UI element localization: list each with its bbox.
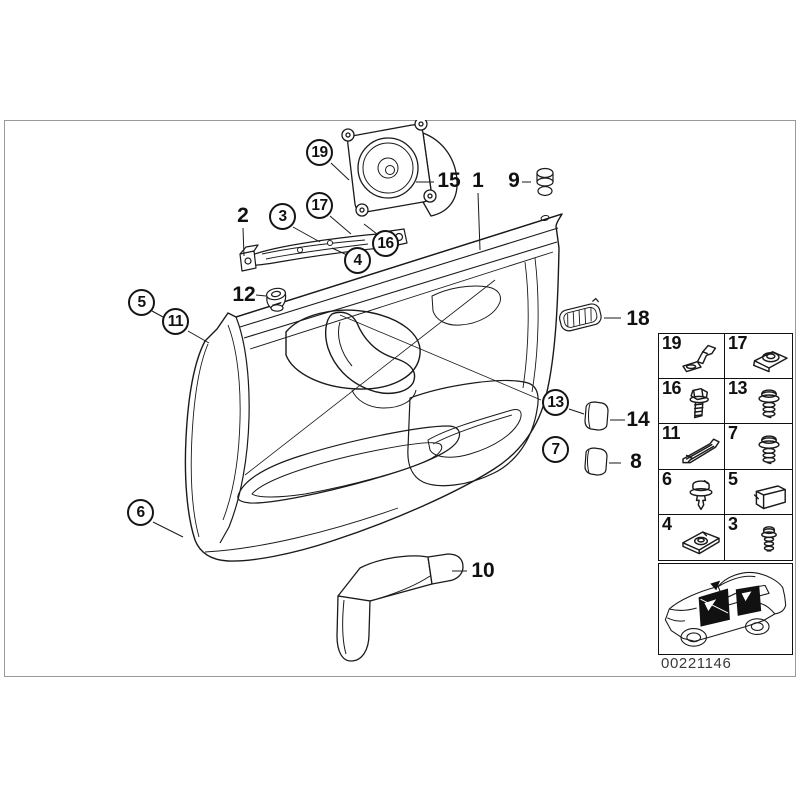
table-cell-6: 6 bbox=[659, 468, 725, 515]
callout-label: 16 bbox=[377, 234, 394, 252]
grommet-part bbox=[536, 167, 554, 197]
table-cell-13: 13 bbox=[725, 378, 792, 425]
callout-number-14: 14 bbox=[626, 408, 650, 431]
hex-bolt-icon bbox=[689, 388, 709, 419]
mount-rail-icon bbox=[682, 438, 720, 463]
cap-part-14 bbox=[584, 401, 609, 431]
table-cell-5: 5 bbox=[725, 468, 792, 515]
table-cell-7: 7 bbox=[725, 423, 792, 470]
clip-nut-icon bbox=[752, 351, 788, 373]
expanding-rivet-icon bbox=[689, 479, 713, 510]
table-cell-19: 19 bbox=[659, 333, 725, 380]
callout-circle-19: 19 bbox=[306, 139, 333, 166]
table-cell-17: 17 bbox=[725, 333, 792, 380]
table-cell-16: 16 bbox=[659, 378, 725, 425]
door-trim-panel bbox=[184, 213, 563, 562]
callout-label: 6 bbox=[136, 503, 145, 521]
callout-label: 5 bbox=[137, 293, 146, 311]
washer-screw-icon bbox=[758, 434, 780, 464]
cell-number: 16 bbox=[662, 378, 682, 399]
callout-number-9: 9 bbox=[508, 169, 520, 192]
callout-label: 17 bbox=[311, 196, 328, 214]
callout-label: 19 bbox=[311, 143, 328, 161]
callout-label: 11 bbox=[167, 312, 184, 330]
callout-label: 3 bbox=[278, 207, 287, 225]
cell-number: 19 bbox=[662, 333, 682, 353]
cap-part-8 bbox=[584, 447, 608, 476]
car-icon bbox=[664, 571, 787, 647]
cell-number: 13 bbox=[728, 378, 748, 399]
lock-trim-part bbox=[559, 297, 602, 332]
callout-circle-3: 3 bbox=[269, 203, 296, 230]
callout-circle-5: 5 bbox=[128, 289, 155, 316]
callout-label: 13 bbox=[547, 393, 564, 411]
callout-number-18: 18 bbox=[626, 307, 650, 330]
speaker-assembly bbox=[341, 120, 458, 217]
callout-circle-11: 11 bbox=[162, 308, 189, 335]
table-cell-11: 11 bbox=[659, 423, 725, 470]
callout-number-10: 10 bbox=[471, 559, 495, 582]
cell-number: 6 bbox=[662, 468, 672, 489]
callout-circle-7: 7 bbox=[542, 436, 569, 463]
cell-number: 3 bbox=[728, 513, 738, 534]
diagram-code: 00221146 bbox=[661, 655, 732, 672]
cell-number: 4 bbox=[662, 513, 672, 534]
cell-number: 5 bbox=[728, 468, 738, 489]
callout-label: 4 bbox=[353, 251, 362, 269]
leader-lines bbox=[151, 162, 625, 572]
callout-circle-4: 4 bbox=[344, 247, 371, 274]
clip-part bbox=[265, 287, 287, 312]
callout-circle-17: 17 bbox=[306, 192, 333, 219]
door-pull-bracket bbox=[239, 228, 408, 272]
cover-clip-icon bbox=[753, 485, 786, 510]
table-cell-3: 3 bbox=[725, 513, 792, 560]
bracket-clip-icon bbox=[682, 344, 717, 373]
callout-circle-16: 16 bbox=[372, 230, 399, 257]
cell-number: 7 bbox=[728, 423, 738, 444]
cell-number: 17 bbox=[728, 333, 748, 353]
callout-number-12: 12 bbox=[232, 283, 256, 306]
vehicle-location-thumbnail bbox=[658, 563, 793, 655]
callout-number-1: 1 bbox=[472, 169, 484, 192]
speed-nut-icon bbox=[682, 531, 720, 555]
callout-label: 7 bbox=[551, 440, 560, 458]
cell-number: 11 bbox=[662, 423, 681, 444]
callout-circle-6: 6 bbox=[127, 499, 154, 526]
table-cell-4: 4 bbox=[659, 513, 725, 560]
small-screw-icon bbox=[761, 526, 777, 552]
footrest-pad bbox=[336, 553, 464, 662]
fastener-reference-table: 19 17 16 13 bbox=[658, 333, 793, 561]
callout-number-8: 8 bbox=[630, 450, 642, 473]
callout-circle-13: 13 bbox=[542, 389, 569, 416]
callout-number-2: 2 bbox=[237, 204, 249, 227]
door-panel-illustration bbox=[151, 120, 625, 662]
washer-screw-icon bbox=[758, 389, 780, 419]
callout-number-15: 15 bbox=[437, 169, 461, 192]
